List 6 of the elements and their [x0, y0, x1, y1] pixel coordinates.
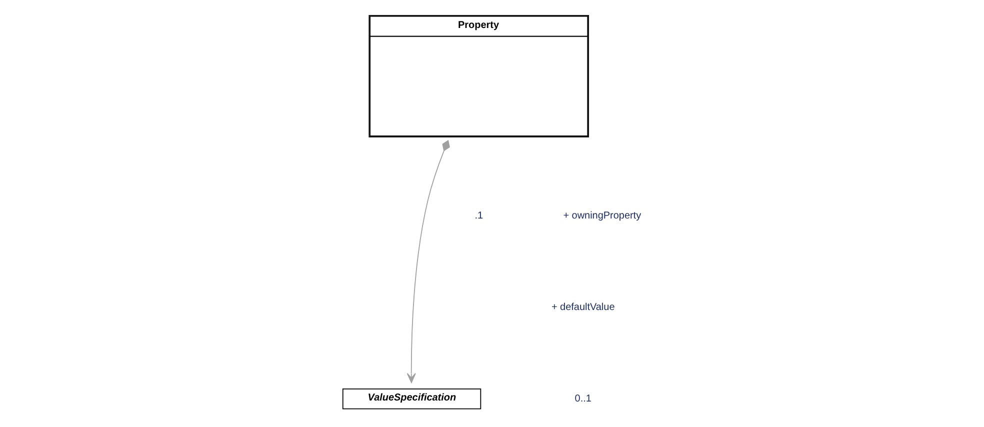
label: + owningProperty [563, 210, 642, 222]
arrow [406, 140, 450, 383]
label: .1 [474, 210, 484, 222]
label: 0..1 [574, 393, 592, 404]
node-box: ValueSpecification [342, 388, 482, 410]
label: + defaultValue [551, 302, 615, 313]
